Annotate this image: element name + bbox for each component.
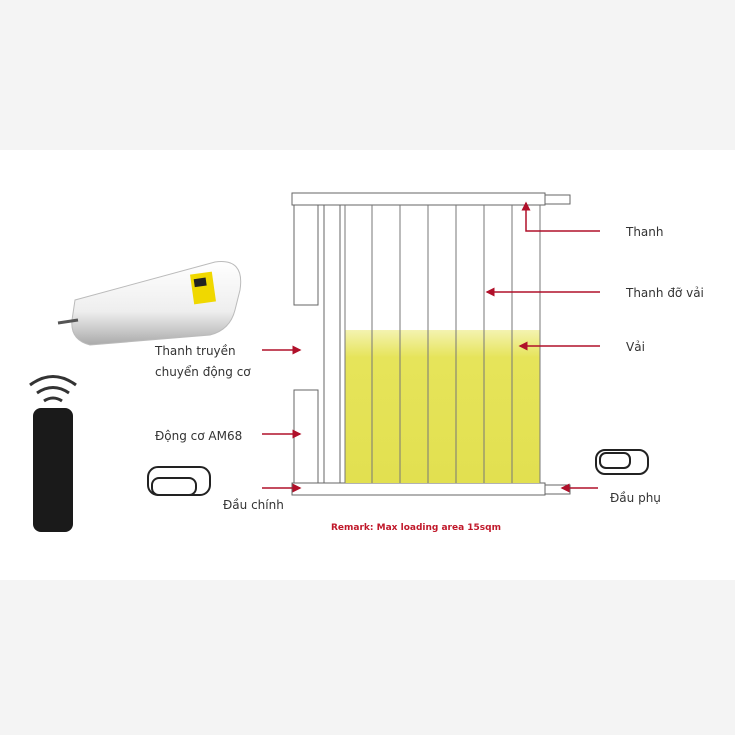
main-end-cap-image — [147, 466, 211, 496]
remote-control-image — [29, 375, 77, 532]
label-thanh-truyen-line1: Thanh truyền — [154, 344, 236, 358]
pointer-arrows — [262, 201, 600, 493]
label-dong-co: Động cơ AM68 — [155, 429, 242, 443]
label-vai: Vải — [626, 340, 645, 354]
label-dau-phu: Đầu phụ — [610, 491, 661, 505]
motor-image — [57, 261, 242, 346]
fabric — [345, 330, 540, 483]
remark-text: Remark: Max loading area 15sqm — [331, 523, 501, 533]
label-thanh-truyen-line2: chuyển động cơ — [155, 365, 251, 379]
secondary-end-cap-image — [595, 449, 649, 475]
label-thanh-do-vai: Thanh đỡ vải — [625, 286, 704, 300]
label-dau-chinh: Đầu chính — [223, 498, 284, 512]
curtain-frame — [291, 192, 571, 496]
label-thanh: Thanh — [625, 225, 664, 239]
